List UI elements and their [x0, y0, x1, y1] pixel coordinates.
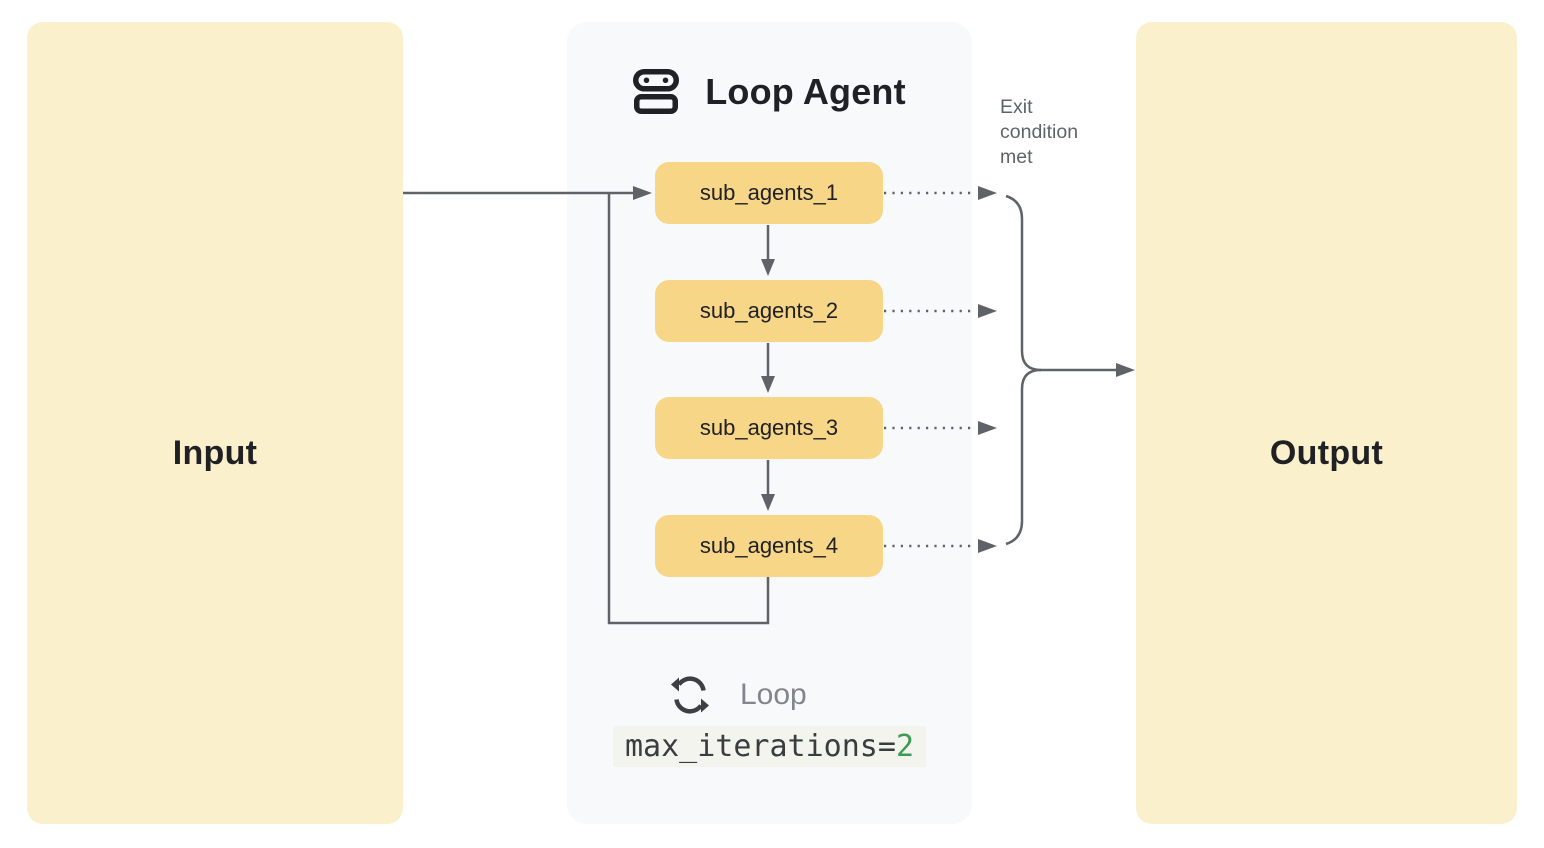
max-iterations-line: max_iterations=2 — [567, 726, 972, 767]
sub-agent-label: sub_agents_1 — [699, 180, 839, 205]
loop-indicator: Loop — [670, 674, 807, 716]
robot-icon — [633, 68, 680, 114]
exit-condition-label: Exit condition met — [1000, 96, 1079, 168]
loop-label: Loop — [740, 678, 807, 711]
sub-agent-label: sub_agents_3 — [699, 415, 839, 440]
loop-agent-header: Loop Agent — [567, 64, 972, 120]
max-iterations-code: max_iterations=2 — [613, 726, 926, 767]
loop-refresh-icon — [671, 676, 709, 714]
arrowhead-exit-sub4 — [978, 539, 997, 553]
panel-title: Loop Agent — [705, 71, 906, 112]
input-box: Input — [27, 22, 403, 824]
code-key: max_iterations= — [625, 729, 896, 764]
sub-agent-box-2: sub_agents_2 — [655, 280, 883, 342]
arrowhead-exit-sub3 — [978, 421, 997, 435]
connector-loopback — [607, 194, 770, 625]
sub-agent-box-1: sub_agents_1 — [655, 162, 883, 224]
code-value: 2 — [895, 729, 914, 764]
sub-agent-label: sub_agents_4 — [699, 533, 839, 558]
output-box: Output — [1136, 22, 1517, 824]
arrowhead-into-output — [1116, 363, 1135, 377]
arrowhead-sub3-sub4 — [761, 494, 775, 511]
arrowhead-exit-sub2 — [978, 304, 997, 318]
input-label: Input — [172, 433, 258, 472]
arrowheads — [633, 186, 1135, 553]
sub-agent-label: sub_agents_2 — [699, 298, 839, 323]
output-label: Output — [1269, 433, 1384, 472]
sub-agent-box-4: sub_agents_4 — [655, 515, 883, 577]
connector-exit-bracket-top — [1005, 194, 1118, 372]
connector-exit-bracket-bottom — [1005, 368, 1042, 546]
sub-agent-box-3: sub_agents_3 — [655, 397, 883, 459]
arrowhead-exit-sub1 — [978, 186, 997, 200]
arrowhead-into-sub1 — [633, 186, 652, 200]
arrowhead-sub2-sub3 — [761, 376, 775, 393]
arrowhead-sub1-sub2 — [761, 259, 775, 276]
